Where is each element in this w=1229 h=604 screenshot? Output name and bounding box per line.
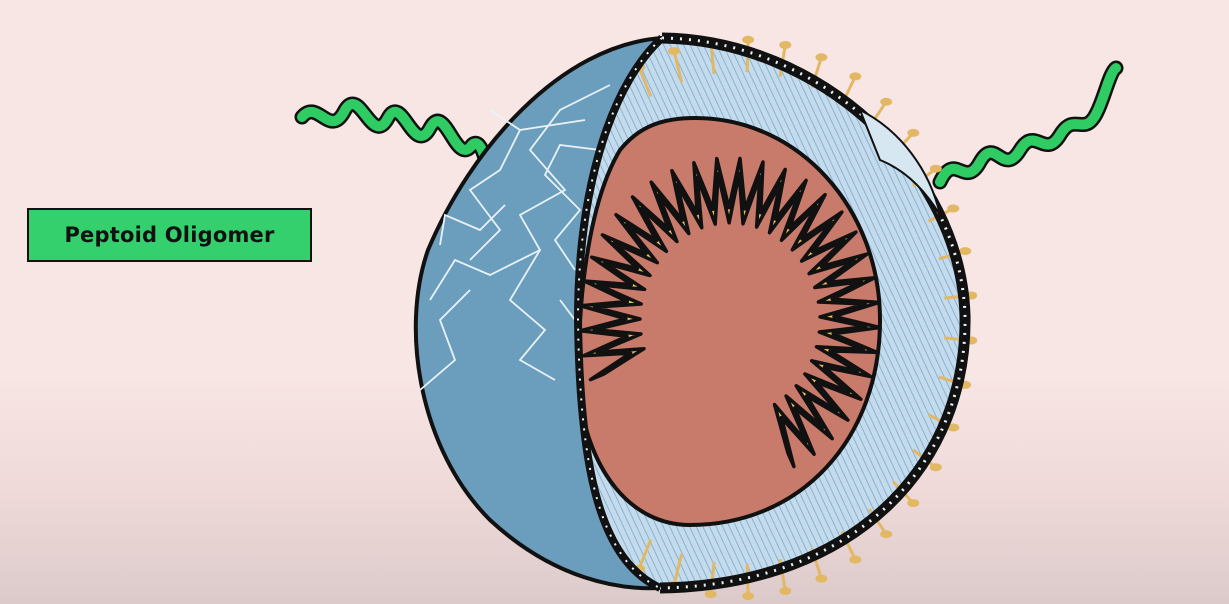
lipid-headgroup xyxy=(947,205,959,213)
label-text: Peptoid Oligomer xyxy=(64,223,274,247)
lipid-headgroup xyxy=(880,530,892,538)
lipid-headgroup xyxy=(742,592,754,600)
lipid-headgroup xyxy=(742,36,754,44)
lipid-headgroup xyxy=(815,53,827,61)
lipid-headgroup xyxy=(959,247,971,255)
peptoid-oligomer-label: Peptoid Oligomer xyxy=(27,208,312,262)
lipid-headgroup xyxy=(779,587,791,595)
lipid-headgroup xyxy=(930,463,942,471)
lipid-headgroup xyxy=(849,72,861,80)
lipid-headgroup xyxy=(907,129,919,137)
lipid-headgroup xyxy=(930,165,942,173)
lipid-headgroup xyxy=(705,590,717,598)
lipid-headgroup xyxy=(849,556,861,564)
lipid-headgroup xyxy=(668,47,680,55)
lipid-headgroup xyxy=(880,98,892,106)
lipid-headgroup xyxy=(779,41,791,49)
lipid-headgroup xyxy=(907,499,919,507)
lipid-headgroup xyxy=(815,575,827,583)
